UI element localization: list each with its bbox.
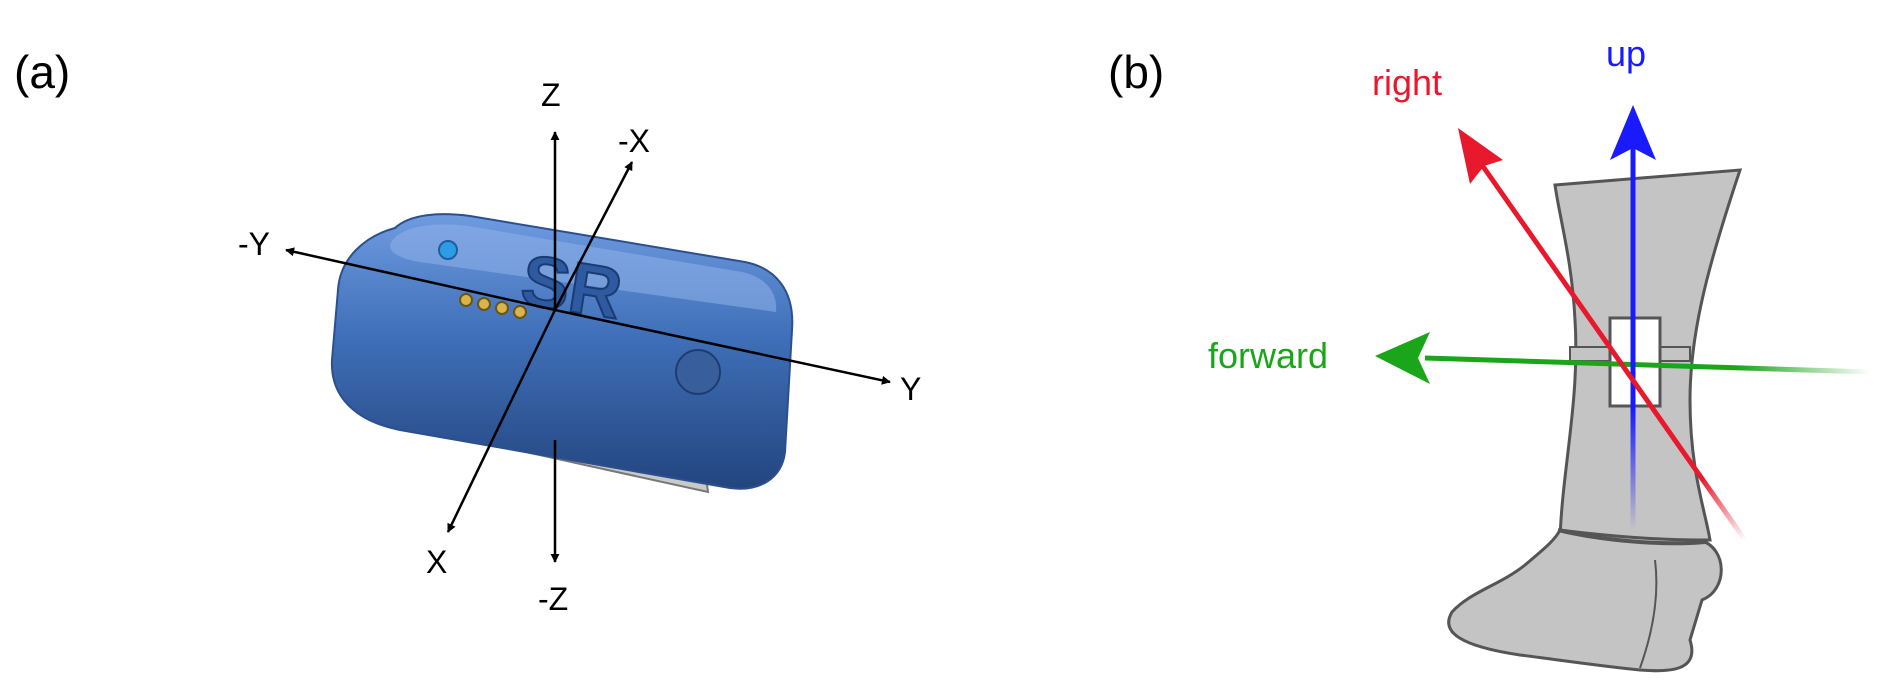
device-top-face [390, 224, 777, 312]
up-arrowhead [1610, 105, 1656, 160]
hoof-coronary-band [1557, 528, 1706, 546]
device-button [675, 349, 721, 395]
imu-device: SR [330, 213, 794, 494]
panel-a-label: (a) [14, 46, 70, 98]
z-axis-label: Z [541, 77, 561, 113]
y-axis-positive [554, 308, 891, 385]
panel-a: (a) SR [14, 46, 921, 617]
up-label: up [1606, 33, 1646, 74]
right-label: right [1372, 62, 1442, 103]
neg-y-axis-label: -Y [238, 226, 270, 262]
y-axis-label: Y [900, 371, 921, 407]
y-axis-negative [285, 247, 556, 312]
device-led [438, 240, 458, 260]
axis-labels-panel-a: Z -Z -X X -Y Y [238, 77, 921, 617]
right-arrow-shaft [1479, 163, 1748, 542]
device-connector-pins [459, 293, 527, 319]
panel-b: (b) up right forward [1108, 33, 1871, 673]
hoof-heel-line [1639, 559, 1658, 669]
device-logo: SR [516, 240, 627, 335]
forward-label: forward [1208, 335, 1328, 376]
neg-x-axis-label: -X [618, 123, 650, 159]
forward-arrowhead [1375, 332, 1430, 384]
panel-b-label: (b) [1108, 46, 1164, 98]
x-axis-label: X [426, 544, 447, 580]
x-axis-negative [553, 161, 634, 311]
forward-arrow-shaft [1424, 355, 1871, 375]
axes-panel-a [285, 131, 891, 563]
limb-hoof [1447, 528, 1723, 673]
horse-limb [1447, 168, 1743, 673]
x-axis-positive [446, 309, 557, 533]
right-arrowhead [1458, 128, 1503, 184]
neg-z-axis-label: -Z [538, 581, 568, 617]
